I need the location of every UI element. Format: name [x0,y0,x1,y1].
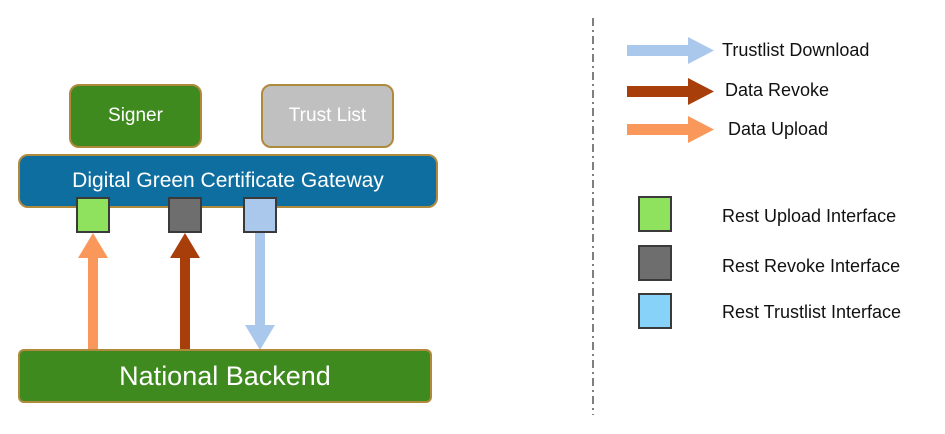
national-backend-box: National Backend [18,349,432,403]
gateway-label: Digital Green Certificate Gateway [72,169,384,192]
legend-revoke-interface-label: Rest Revoke Interface [722,256,901,276]
trust-list-box: Trust List [261,84,394,148]
data-upload-arrow [78,233,108,349]
signer-box: Signer [69,84,202,148]
trustlist-interface-port [243,197,277,233]
upload-interface-port [76,197,110,233]
signer-label: Signer [108,105,163,126]
national-backend-label: National Backend [119,360,331,391]
legend-data-upload-label: Data Upload [728,119,829,139]
legend-trustlist-download-label: Trustlist Download [722,40,870,60]
legend-upload-interface-swatch [638,196,672,232]
legend-revoke-interface-swatch [638,245,672,281]
trustlist-download-arrow [245,233,275,350]
legend-data-revoke-label: Data Revoke [725,80,830,100]
legend-data-upload-arrow [627,116,714,143]
legend-trustlist-interface-label: Rest Trustlist Interface [722,302,902,322]
legend-upload-interface-label: Rest Upload Interface [722,206,897,226]
revoke-interface-port [168,197,202,233]
data-revoke-arrow [170,233,200,349]
legend-trustlist-download-arrow [627,37,714,64]
trust-list-label: Trust List [288,105,367,126]
legend-trustlist-interface-swatch [638,293,672,329]
legend-data-revoke-arrow [627,78,714,105]
